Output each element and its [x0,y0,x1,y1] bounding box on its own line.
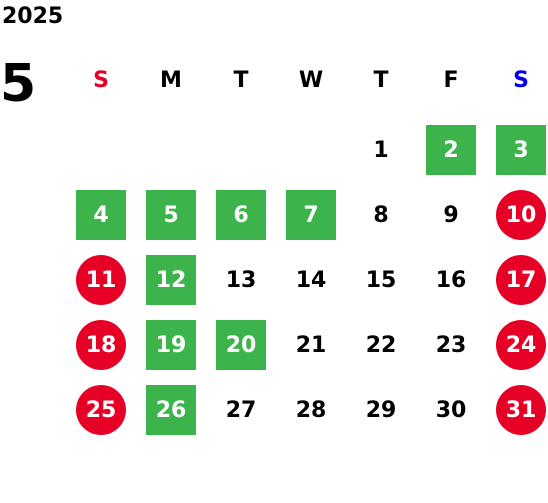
weekday-saturday: S [513,67,529,93]
calendar-day-2[interactable]: 2 [426,125,476,175]
calendar-day-1[interactable]: 1 [373,137,389,163]
calendar-day-29[interactable]: 29 [365,397,397,423]
weekday-thursday: T [373,67,389,93]
weekday-tuesday: T [233,67,249,93]
calendar-day-13[interactable]: 13 [225,267,257,293]
calendar-day-5[interactable]: 5 [146,190,196,240]
calendar-day-27[interactable]: 27 [225,397,257,423]
calendar-day-6[interactable]: 6 [216,190,266,240]
calendar-day-15[interactable]: 15 [365,267,397,293]
weekday-wednesday: W [298,67,324,93]
calendar-year: 2025 [2,4,64,29]
weekday-monday: M [160,67,182,93]
calendar-day-30[interactable]: 30 [435,397,467,423]
calendar-day-17[interactable]: 17 [496,255,546,305]
calendar-day-10[interactable]: 10 [496,190,546,240]
calendar-day-28[interactable]: 28 [295,397,327,423]
calendar-day-25[interactable]: 25 [76,385,126,435]
calendar-day-22[interactable]: 22 [365,332,397,358]
calendar-day-18[interactable]: 18 [76,320,126,370]
calendar-day-19[interactable]: 19 [146,320,196,370]
calendar-month: 5 [0,54,37,114]
calendar-day-21[interactable]: 21 [295,332,327,358]
calendar-day-31[interactable]: 31 [496,385,546,435]
weekday-sunday: S [93,67,109,93]
calendar-day-20[interactable]: 20 [216,320,266,370]
calendar-day-3[interactable]: 3 [496,125,546,175]
calendar-day-4[interactable]: 4 [76,190,126,240]
calendar-day-24[interactable]: 24 [496,320,546,370]
calendar-day-16[interactable]: 16 [435,267,467,293]
calendar-day-11[interactable]: 11 [76,255,126,305]
calendar-day-9[interactable]: 9 [443,202,459,228]
calendar-day-14[interactable]: 14 [295,267,327,293]
calendar-day-8[interactable]: 8 [373,202,389,228]
calendar-day-7[interactable]: 7 [286,190,336,240]
calendar-day-12[interactable]: 12 [146,255,196,305]
calendar-day-26[interactable]: 26 [146,385,196,435]
calendar-day-23[interactable]: 23 [435,332,467,358]
weekday-friday: F [443,67,459,93]
